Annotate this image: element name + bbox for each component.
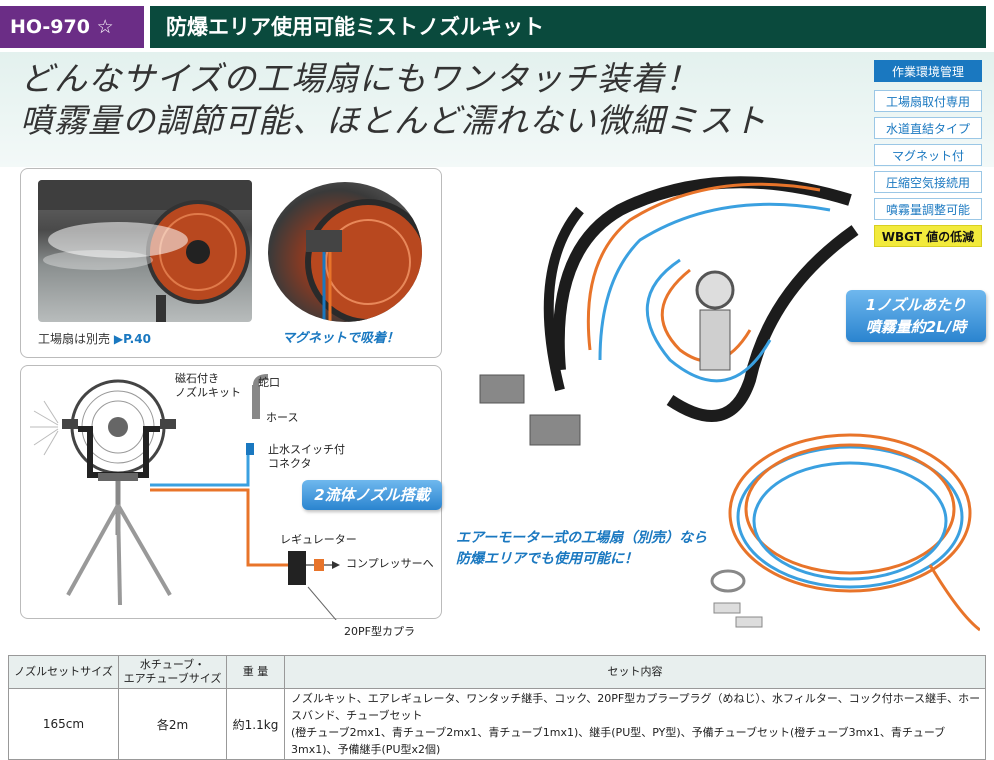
fan-mist-photo xyxy=(38,180,252,322)
label-hose: ホース xyxy=(266,411,299,424)
page-title: 防爆エリア使用可能ミストノズルキット xyxy=(150,6,986,48)
badge-spray-rate: 1ノズルあたり 噴霧量約2L/時 xyxy=(846,290,986,342)
feature-tag: マグネット付 xyxy=(874,144,982,166)
label-connector: 止水スイッチ付 コネクタ xyxy=(268,443,345,470)
table-row: 165cm 各2m 約1.1kg ノズルキット、エアレギュレータ、ワンタッチ継手… xyxy=(8,688,986,760)
product-code-bar: HO-970 ☆ 7 xyxy=(0,6,144,78)
label-regulator: レギュレーター xyxy=(280,533,357,546)
caption-magnet: マグネットで吸着！ xyxy=(282,331,400,346)
spare-tubes-photo xyxy=(710,433,980,632)
label-faucet: 蛇口 xyxy=(258,376,280,389)
product-photo xyxy=(479,176,859,446)
badge-two-fluid-nozzle: 2流体ノズル搭載 xyxy=(302,480,442,510)
cell-size: 165cm xyxy=(8,688,119,760)
th-contents: セット内容 xyxy=(284,655,986,689)
product-code: HO-970 xyxy=(10,16,90,38)
cell-weight: 約1.1kg xyxy=(226,688,285,760)
th-tube-size: 水チューブ・ エアチューブサイズ xyxy=(118,655,227,689)
th-nozzle-size: ノズルセットサイズ xyxy=(8,655,119,689)
magnet-closeup-photo xyxy=(268,182,422,322)
magnet-photo-illustration xyxy=(305,199,422,322)
feature-tag: 工場扇取付専用 xyxy=(874,90,982,112)
feature-tag-wbgt: WBGT 値の低減 xyxy=(874,225,982,247)
label-magnet-kit: 磁石付き ノズルキット xyxy=(175,372,241,399)
feature-tag: 圧縮空気接続用 xyxy=(874,171,982,193)
page-reference: ▶P.40 xyxy=(113,332,151,346)
setup-diagram xyxy=(30,374,340,620)
spec-table: ノズルセットサイズ 水チューブ・ エアチューブサイズ 重 量 セット内容 165… xyxy=(8,655,986,760)
headline-background xyxy=(0,52,994,167)
headline: どんなサイズの工場扇にもワンタッチ装着！ 噴霧量の調節可能、ほとんど濡れない微細… xyxy=(20,58,767,142)
feature-tag: 噴霧量調整可能 xyxy=(874,198,982,220)
caption-fan-sold-separately: 工場扇は別売 ▶P.40 xyxy=(38,332,151,346)
th-weight: 重 量 xyxy=(226,655,285,689)
feature-tag: 水道直結タイプ xyxy=(874,117,982,139)
cell-tube: 各2m xyxy=(118,688,227,760)
fan-photo-illustration xyxy=(38,180,252,322)
table-header-row: ノズルセットサイズ 水チューブ・ エアチューブサイズ 重 量 セット内容 xyxy=(8,655,986,689)
label-compressor: コンプレッサーへ xyxy=(346,557,434,570)
feature-tag: 作業環境管理 xyxy=(874,60,982,82)
label-coupler: 20PF型カプラ xyxy=(344,625,415,638)
cell-contents: ノズルキット、エアレギュレータ、ワンタッチ継手、コック、20PF型カプラープラグ… xyxy=(284,688,986,760)
headline-line-1: どんなサイズの工場扇にもワンタッチ装着！ xyxy=(20,59,700,98)
headline-line-2: 噴霧量の調節可能、ほとんど濡れない微細ミスト xyxy=(20,101,768,140)
explosion-proof-note: エアーモーター式の工場扇（別売）なら 防爆エリアでも使用可能に！ xyxy=(456,530,708,567)
star-icon: ☆ xyxy=(96,16,114,38)
